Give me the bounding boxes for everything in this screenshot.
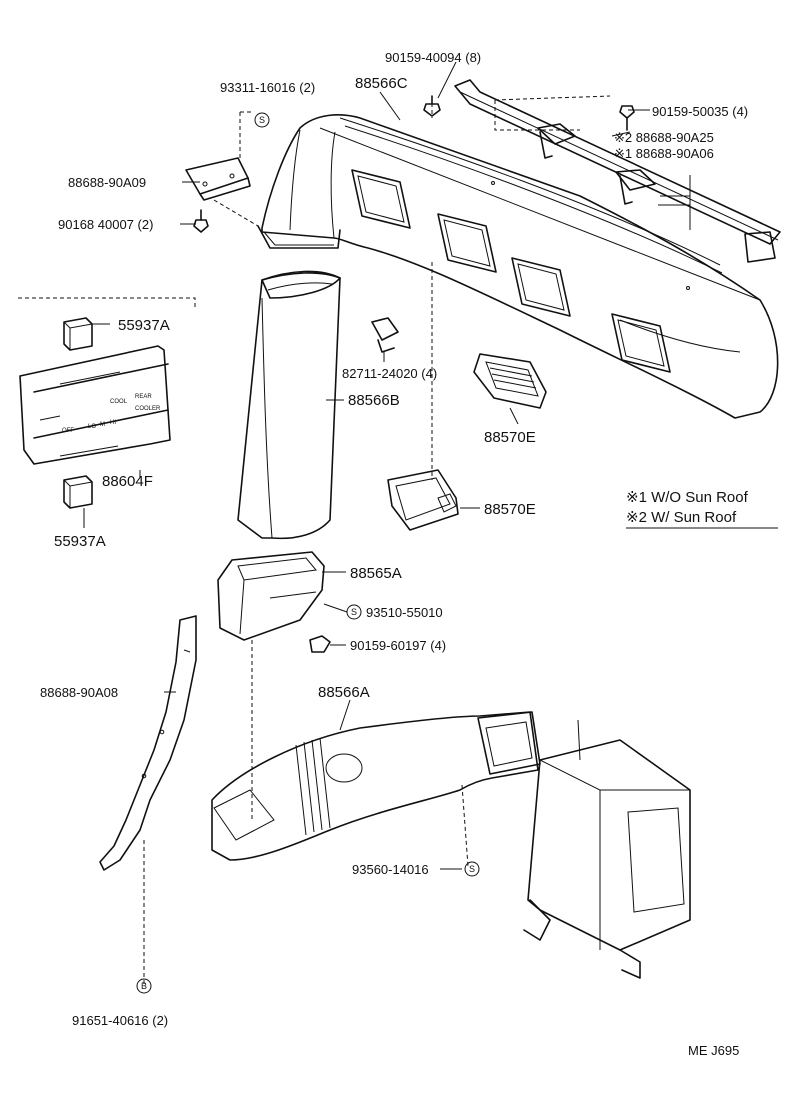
label-88566b: 88566B <box>348 392 400 409</box>
panel-text-m: M <box>100 422 105 428</box>
bracket-88688-90a25 <box>454 79 781 263</box>
label-88604f: 88604F <box>102 473 153 490</box>
bracket-88688-90a08 <box>99 615 197 871</box>
label-82711-24020: 82711-24020 (4) <box>342 366 437 381</box>
knob-55937a-top <box>63 317 93 351</box>
label-88570e-upper: 88570E <box>484 429 536 446</box>
screw-90159-60197 <box>309 635 331 653</box>
panel-text-hi: HI <box>110 420 116 426</box>
label-55937a-bottom: 55937A <box>54 533 106 550</box>
label-88688-90a09: 88688-90A09 <box>68 175 146 190</box>
label-88565a: 88565A <box>350 565 402 582</box>
label-55937a-top: 55937A <box>118 317 170 334</box>
clip-82711-24020 <box>371 317 399 353</box>
duct-88566b <box>237 270 341 540</box>
symbol-s-93560: S <box>464 861 480 877</box>
drawing-code: ME J695 <box>688 1043 739 1058</box>
symbol-b-91651: B <box>136 978 152 994</box>
bracket-88688-90a09 <box>185 157 251 201</box>
label-88566a: 88566A <box>318 684 370 701</box>
label-90159-50035: 90159-50035 (4) <box>652 104 748 119</box>
svg-text:S: S <box>469 864 475 874</box>
symbol-s-93510: S <box>323 603 362 620</box>
label-88570e-lower: 88570E <box>484 501 536 518</box>
vent-opening-2 <box>437 213 497 273</box>
screw-90168-40007 <box>193 209 209 233</box>
svg-text:S: S <box>351 607 357 617</box>
label-88688-90a06: ※1 88688-90A06 <box>614 146 714 161</box>
legend-item-2: ※2 W/ Sun Roof <box>626 509 737 526</box>
register-88570e-upper <box>473 353 547 409</box>
vent-opening-4 <box>611 313 671 373</box>
label-88688-90a25: ※2 88688-90A25 <box>614 130 714 145</box>
label-91651-40616: 91651-40616 (2) <box>72 1013 168 1028</box>
panel-text-cool: COOL <box>110 399 128 405</box>
duct-88566a <box>211 711 541 861</box>
label-90168-40007: 90168 40007 (2) <box>58 217 153 232</box>
label-88566c: 88566C <box>355 75 408 92</box>
svg-text:S: S <box>259 115 265 125</box>
control-panel-88604f: REAR COOLER COOL OFF LO M HI <box>18 297 196 465</box>
vent-opening-3 <box>511 257 571 317</box>
bracket-88688-90a06 <box>658 175 691 230</box>
label-90159-60197: 90159-60197 (4) <box>350 638 446 653</box>
label-88688-90a08: 88688-90A08 <box>40 685 118 700</box>
heater-unit <box>523 719 691 979</box>
panel-text-rear: REAR <box>135 394 152 400</box>
legend: ※1 W/O Sun Roof ※2 W/ Sun Roof <box>626 489 778 529</box>
label-90159-40094: 90159-40094 (8) <box>385 50 481 65</box>
panel-text-off: OFF <box>62 428 74 434</box>
screw-90159-50035 <box>619 105 635 131</box>
symbol-s-93311: S <box>254 112 270 128</box>
vent-opening-1 <box>351 169 411 229</box>
label-93510-55010: 93510-55010 <box>366 605 443 620</box>
panel-text-cooler: COOLER <box>135 406 161 412</box>
register-88570e-lower <box>387 469 459 531</box>
leader-lines <box>83 61 650 985</box>
knob-55937a-bottom <box>63 475 93 509</box>
duct-88566c <box>257 114 779 419</box>
svg-text:B: B <box>141 981 147 991</box>
label-93560-14016: 93560-14016 <box>352 862 429 877</box>
connector-88565a <box>217 551 325 641</box>
label-93311-16016: 93311-16016 (2) <box>220 80 315 95</box>
legend-item-1: ※1 W/O Sun Roof <box>626 489 749 506</box>
panel-text-lo: LO <box>88 424 96 430</box>
